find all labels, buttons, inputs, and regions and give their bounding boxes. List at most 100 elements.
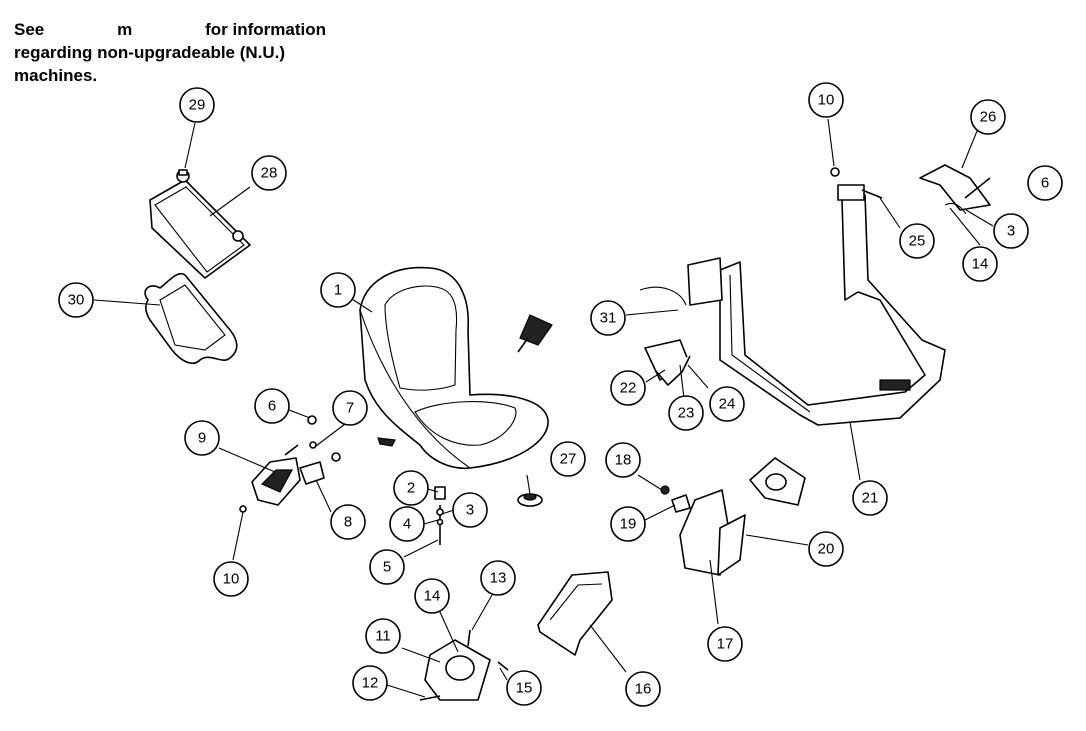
callout-circle <box>506 670 542 706</box>
part-29-knob <box>176 169 190 183</box>
callout-circle <box>970 99 1006 135</box>
callout-label: 3 <box>466 502 474 519</box>
note-reference-link[interactable]: m <box>117 20 133 39</box>
callout-circle <box>605 442 641 478</box>
callout-label: 6 <box>268 398 276 415</box>
callout-label: 3 <box>1007 223 1015 240</box>
part-19-clip <box>671 494 691 513</box>
part-26-bracket <box>919 164 991 211</box>
callout-8: 8 <box>330 504 366 540</box>
part-21-frame <box>687 184 946 426</box>
callout-label: 30 <box>68 292 85 309</box>
callout-2: 2 <box>393 470 429 506</box>
callout-label: 26 <box>980 109 997 126</box>
callout-circle <box>332 390 368 426</box>
callout-14: 14 <box>414 578 450 614</box>
callout-9: 9 <box>184 420 220 456</box>
callout-1: 1 <box>320 272 356 308</box>
callout-circle <box>414 578 450 614</box>
callout-label: 10 <box>818 92 835 109</box>
callout-label: 14 <box>424 588 441 605</box>
diagram-note: See m for information regarding non-upgr… <box>14 18 344 87</box>
callout-30: 30 <box>58 282 94 318</box>
callout-circle <box>1027 165 1063 201</box>
callout-12: 12 <box>352 665 388 701</box>
leader-lines <box>93 118 994 698</box>
part-14-spring <box>944 202 967 215</box>
callout-label: 20 <box>818 541 835 558</box>
callout-label: 21 <box>862 490 879 507</box>
callout-label: 28 <box>261 165 278 182</box>
part-25-bolt <box>861 189 883 199</box>
part-2-5-hardware <box>434 486 446 545</box>
callout-circle <box>254 388 290 424</box>
part-1-seat <box>359 266 549 470</box>
callout-circle <box>58 282 94 318</box>
callout-circle <box>480 560 516 596</box>
callout-15: 15 <box>506 670 542 706</box>
callout-label: 24 <box>719 396 736 413</box>
callout-circle <box>330 504 366 540</box>
part-28-cover-plate <box>149 179 251 279</box>
callout-circle <box>369 549 405 585</box>
callout-label: 9 <box>198 430 206 447</box>
callout-31: 31 <box>590 300 626 336</box>
callout-20: 20 <box>808 531 844 567</box>
callout-circle <box>808 531 844 567</box>
note-line-1: See m for information <box>14 18 326 41</box>
part-18-screw <box>660 485 670 495</box>
part-20-bracket <box>749 457 806 506</box>
callout-18: 18 <box>605 442 641 478</box>
callout-14-right: 14 <box>962 246 998 282</box>
callout-circle <box>213 561 249 597</box>
callout-17: 17 <box>707 626 743 662</box>
callout-23: 23 <box>668 395 704 431</box>
callout-label: 6 <box>1041 175 1049 192</box>
callout-circle <box>709 386 745 422</box>
note-line-3: machines. <box>14 66 98 85</box>
callout-label: 19 <box>620 516 637 533</box>
part-11-mounting-plate <box>419 629 509 701</box>
part-17-shroud <box>679 489 746 576</box>
callout-label: 17 <box>717 636 734 653</box>
callout-3-right: 3 <box>993 213 1029 249</box>
callout-circle <box>590 300 626 336</box>
callout-circle <box>993 213 1029 249</box>
part-16-cover <box>537 571 613 656</box>
callout-label: 7 <box>346 400 354 417</box>
callout-label: 11 <box>375 628 391 645</box>
callout-label: 10 <box>223 571 240 588</box>
callout-circle <box>962 246 998 282</box>
callout-circle <box>365 618 401 654</box>
callout-24: 24 <box>709 386 745 422</box>
callout-label: 13 <box>490 570 507 587</box>
callout-4: 4 <box>389 506 425 542</box>
callout-label: 8 <box>344 514 352 531</box>
note-for-information: for information <box>205 20 326 39</box>
callout-10: 10 <box>213 561 249 597</box>
callout-label: 22 <box>620 380 637 397</box>
callout-19: 19 <box>610 506 646 542</box>
callout-6: 6 <box>254 388 290 424</box>
callout-16: 16 <box>625 671 661 707</box>
callout-circle <box>184 420 220 456</box>
callout-circle <box>610 370 646 406</box>
callout-27: 27 <box>550 441 586 477</box>
callout-circle <box>668 395 704 431</box>
part-31-harness <box>639 286 687 306</box>
part-27-bumper <box>517 493 543 507</box>
callout-3: 3 <box>452 492 488 528</box>
callout-circle <box>899 223 935 259</box>
callout-11: 11 <box>365 618 401 654</box>
callout-25: 25 <box>899 223 935 259</box>
callout-circle <box>179 87 215 123</box>
callout-label: 2 <box>407 480 415 497</box>
callout-label: 29 <box>189 97 206 114</box>
callout-circle <box>320 272 356 308</box>
callout-circle <box>452 492 488 528</box>
callout-10-right: 10 <box>808 82 844 118</box>
note-see: See <box>14 20 45 39</box>
callout-circle <box>393 470 429 506</box>
part-9-seat-switch <box>251 444 301 506</box>
callout-label: 31 <box>600 310 617 327</box>
